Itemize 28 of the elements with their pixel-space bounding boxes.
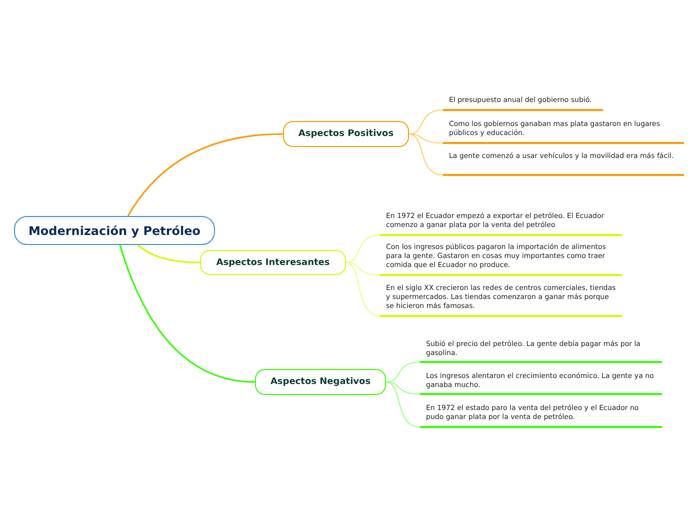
connector-line — [386, 382, 420, 394]
connector-line — [137, 244, 200, 264]
connector-line — [119, 244, 256, 383]
topic-text: Aspectos Interesantes — [216, 258, 330, 268]
subtopic-note — [420, 402, 662, 428]
subtopic-note — [443, 94, 603, 111]
connector-line — [408, 134, 444, 176]
connector-line — [127, 133, 284, 216]
subtopic-note — [443, 150, 684, 176]
topic-text: Aspectos Negativos — [270, 377, 371, 387]
branch-topic — [255, 369, 386, 395]
connector-line — [408, 110, 444, 134]
subtopic-note — [380, 283, 622, 317]
connector-line — [386, 382, 420, 428]
branch-topic — [200, 250, 346, 275]
central-topic — [14, 216, 215, 245]
subtopic-note — [420, 338, 662, 363]
subtopic-note — [380, 242, 622, 276]
connector-line — [346, 262, 380, 316]
connector-line — [408, 134, 444, 144]
branch-topic — [283, 121, 409, 147]
topic-text: Modernización y Petróleo — [28, 224, 201, 238]
subtopic-note — [420, 370, 662, 395]
subtopic-note — [380, 210, 622, 236]
topic-text: Aspectos Positivos — [298, 129, 394, 139]
connector-line — [346, 262, 380, 276]
connector-line — [346, 234, 380, 263]
subtopic-note — [443, 118, 684, 144]
